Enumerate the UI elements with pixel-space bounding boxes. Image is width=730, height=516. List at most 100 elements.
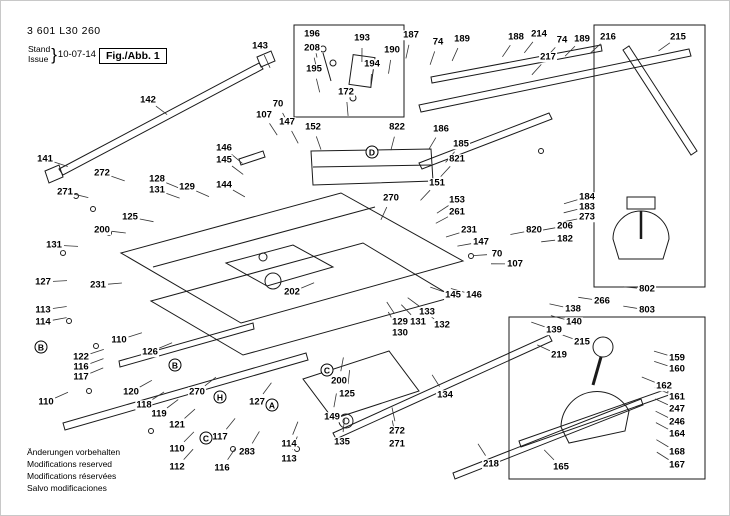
part-callout-107: 107 (255, 109, 273, 121)
part-callout-215: 215 (669, 31, 687, 43)
part-callout-160: 160 (668, 363, 686, 375)
part-callout-184: 184 (578, 191, 596, 203)
footer-note: Salvo modificaciones (27, 482, 107, 493)
part-callout-189: 189 (453, 33, 471, 45)
part-callout-194: 194 (363, 58, 381, 70)
part-callout-131: 131 (409, 316, 427, 328)
inset-box-top (294, 25, 404, 117)
part-callout-146: 146 (215, 142, 233, 154)
part-callout-216: 216 (599, 31, 617, 43)
part-callout-202: 202 (283, 286, 301, 298)
part-callout-161: 161 (668, 391, 686, 403)
part-callout-206: 206 (556, 220, 574, 232)
part-callout-217: 217 (539, 51, 557, 63)
part-callout-219: 219 (550, 349, 568, 361)
part-callout-185: 185 (452, 138, 470, 150)
part-callout-134: 134 (436, 389, 454, 401)
part-callout-133: 133 (418, 306, 436, 318)
part-callout-146: 146 (465, 289, 483, 301)
part-callout-820: 820 (525, 224, 543, 236)
part-callout-186: 186 (432, 123, 450, 135)
miter-gauge-shape (613, 46, 697, 259)
part-callout-200: 200 (330, 375, 348, 387)
part-callout-168: 168 (668, 446, 686, 458)
part-callout-110: 110 (110, 334, 128, 346)
part-callout-271: 271 (388, 438, 406, 450)
part-callout-74: 74 (431, 36, 445, 48)
part-callout-270: 270 (188, 386, 206, 398)
part-callout-231: 231 (89, 279, 107, 291)
part-callout-122: 122 (72, 351, 90, 363)
part-callout-271: 271 (56, 186, 74, 198)
part-callout-114: 114 (34, 316, 52, 328)
part-callout-144: 144 (215, 179, 233, 191)
part-callout-172: 172 (337, 86, 355, 98)
part-callout-182: 182 (556, 233, 574, 245)
part-callout-215: 215 (573, 336, 591, 348)
part-callout-119: 119 (150, 408, 168, 420)
part-callout-114: 114 (280, 438, 298, 450)
detail-marker-C: C (199, 431, 213, 445)
part-callout-195: 195 (305, 63, 323, 75)
part-callout-127: 127 (34, 276, 52, 288)
part-callout-126: 126 (141, 346, 159, 358)
part-callout-159: 159 (668, 352, 686, 364)
detail-marker-C: C (320, 363, 334, 377)
part-callout-131: 131 (148, 184, 166, 196)
part-callout-132: 132 (433, 319, 451, 331)
part-callout-120: 120 (122, 386, 140, 398)
miter-gauge-knob-shape (519, 337, 669, 447)
part-callout-183: 183 (578, 201, 596, 213)
part-callout-165: 165 (552, 461, 570, 473)
part-callout-272: 272 (388, 425, 406, 437)
part-callout-125: 125 (338, 388, 356, 400)
part-callout-145: 145 (444, 289, 462, 301)
part-callout-107: 107 (506, 258, 524, 270)
part-callout-141: 141 (36, 153, 54, 165)
table-top-shape (121, 193, 463, 355)
footer-note: Änderungen vorbehalten (27, 447, 121, 457)
part-callout-208: 208 (303, 42, 321, 54)
brace-glyph: } (51, 45, 57, 65)
part-callout-129: 129 (391, 316, 409, 328)
part-callout-283: 283 (238, 446, 256, 458)
part-callout-149: 149 (323, 411, 341, 423)
part-callout-129: 129 (178, 181, 196, 193)
leader-lines (53, 42, 670, 460)
part-callout-200: 200 (93, 224, 111, 236)
part-callout-821: 821 (448, 153, 466, 165)
part-callout-128: 128 (148, 173, 166, 185)
footer-notes: Änderungen vorbehalten Modifications res… (27, 447, 120, 495)
part-callout-70: 70 (271, 98, 285, 110)
inset-box-bottom-right (509, 317, 705, 479)
part-callout-822: 822 (388, 121, 406, 133)
part-callout-127: 127 (248, 396, 266, 408)
document-part-number: 3 601 L30 260 (27, 25, 101, 37)
part-callout-116: 116 (213, 462, 231, 474)
footer-note: Modifications reserved (27, 458, 113, 469)
part-callout-121: 121 (168, 419, 186, 431)
detail-marker-D: D (365, 145, 379, 159)
part-callout-164: 164 (668, 428, 686, 440)
figure-label-box: Fig./Abb. 1 (99, 48, 167, 64)
issue-date-block: Stand Issue } 10-07-14 (28, 44, 96, 65)
part-callout-803: 803 (638, 304, 656, 316)
part-callout-187: 187 (402, 29, 420, 41)
part-callout-151: 151 (428, 177, 446, 189)
detail-marker-B: B (34, 340, 48, 354)
part-callout-117: 117 (211, 431, 229, 443)
part-callout-162: 162 (655, 380, 673, 392)
part-callout-189: 189 (573, 33, 591, 45)
part-callout-138: 138 (564, 303, 582, 315)
stand-label: Stand (28, 44, 51, 54)
part-callout-246: 246 (668, 416, 686, 428)
part-callout-190: 190 (383, 44, 401, 56)
part-callout-261: 261 (448, 206, 466, 218)
part-callout-140: 140 (565, 316, 583, 328)
part-callout-118: 118 (135, 399, 153, 411)
part-callout-214: 214 (530, 28, 548, 40)
part-callout-112: 112 (168, 461, 186, 473)
part-callout-147: 147 (278, 116, 296, 128)
part-callout-74: 74 (555, 34, 569, 46)
